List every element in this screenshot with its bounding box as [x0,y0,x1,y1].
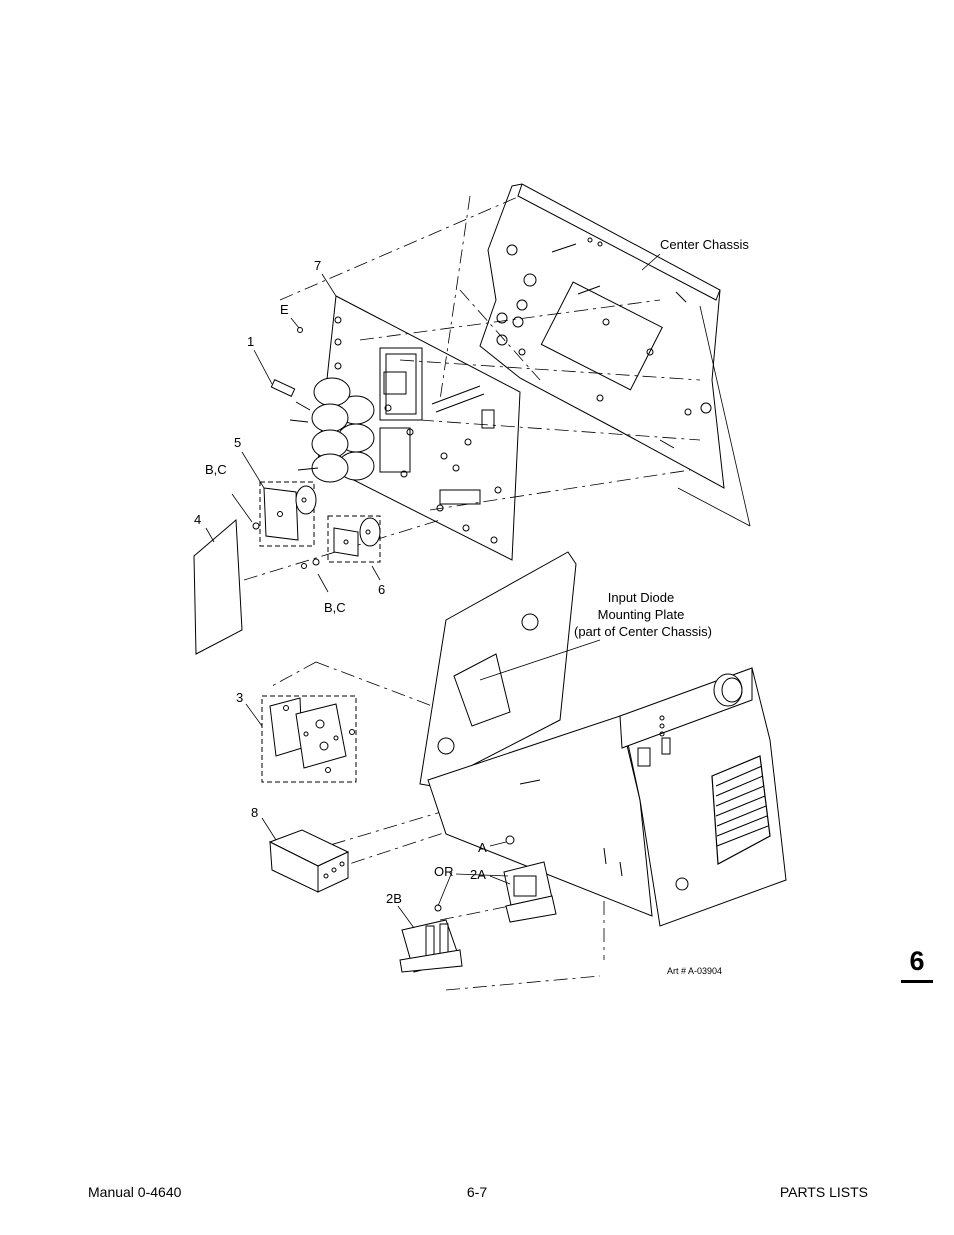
callout-2a: 2A [470,867,486,882]
callout-2b: 2B [386,891,402,906]
center-chassis-drawing [479,183,725,489]
callout-8: 8 [251,805,258,820]
callout-bc-upper: B,C [205,462,227,477]
callout-1: 1 [247,334,254,349]
rectifier-assembly [261,695,357,783]
callout-or: OR [434,864,454,879]
footer-manual-number: Manual 0-4640 [88,1184,182,1200]
capacitor-bank [311,377,375,483]
callout-6: 6 [378,582,385,597]
contactor-2b [399,904,463,973]
section-tab-number: 6 [909,946,925,976]
base-chassis-drawing [419,551,787,927]
leader-lines [205,253,661,929]
insulator-and-pads [193,481,381,655]
center-chassis-label: Center Chassis [660,237,749,252]
input-diode-label-line2: Mounting Plate [598,607,685,622]
input-diode-label-line1: Input Diode [608,590,675,605]
callout-5: 5 [234,435,241,450]
callout-3: 3 [236,690,243,705]
section-tab-rule [901,980,933,983]
callout-e: E [280,302,289,317]
contactor-2a [503,835,557,923]
vent-grille [711,755,771,865]
main-pcb-assembly [311,295,521,561]
module-box [268,829,350,893]
footer-page-number: 6-7 [466,1184,488,1200]
footer-section-title: PARTS LISTS [779,1184,868,1200]
callout-7: 7 [314,258,321,273]
callout-a: A [478,840,487,855]
callout-bc-lower: B,C [324,600,346,615]
art-number: Art # A-03904 [667,966,722,976]
callout-4: 4 [194,512,201,527]
input-diode-label-line3: (part of Center Chassis) [574,624,712,639]
loose-hardware [270,327,319,471]
